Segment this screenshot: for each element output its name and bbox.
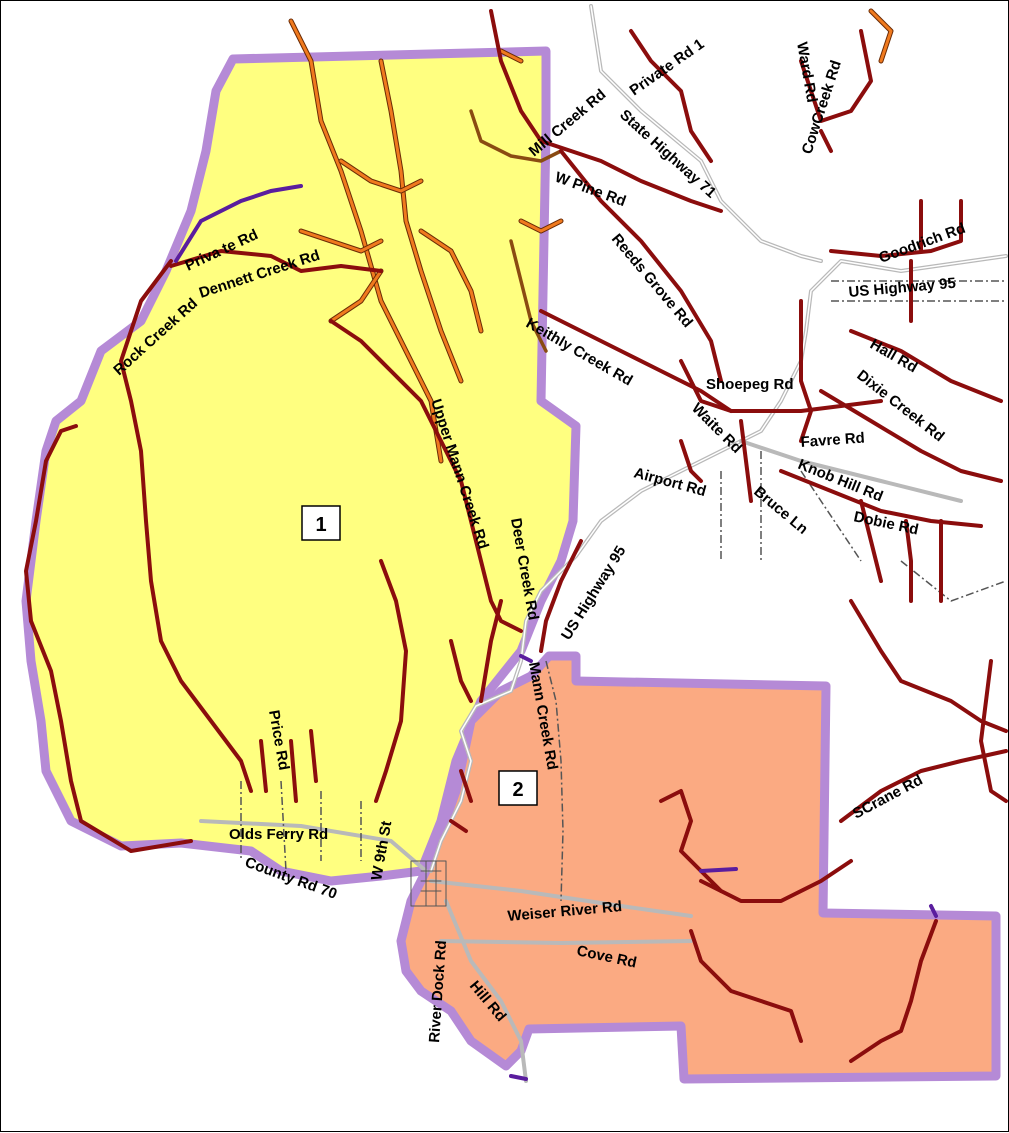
- road-mann-creek-east[interactable]: [539, 539, 583, 653]
- road-private-rd-1[interactable]: [629, 29, 713, 163]
- road-hall[interactable]: [849, 329, 1003, 403]
- label-reeds-grove: Reeds Grove Rd: [608, 231, 696, 331]
- road-mill-creek[interactable]: [489, 9, 723, 213]
- road-upper-mann-creek[interactable]: [329, 319, 523, 633]
- svg-text:1: 1: [315, 514, 326, 536]
- road-rock-creek[interactable]: [119, 259, 253, 793]
- road-cow-creek[interactable]: [799, 29, 873, 153]
- road-goodrich[interactable]: [829, 199, 963, 323]
- label-us-hwy-95: US Highway 95: [558, 543, 629, 643]
- zone-2-label: 2: [498, 770, 538, 806]
- road-keithly-creek[interactable]: [539, 309, 733, 413]
- label-bruce: Bruce Ln: [750, 483, 811, 538]
- zone-1-label: 1: [301, 505, 341, 541]
- label-olds-ferry: Olds Ferry Rd: [229, 826, 328, 843]
- label-w-pine: W Pine Rd: [553, 169, 629, 210]
- road-w-pine[interactable]: [559, 149, 723, 383]
- road-dixie-creek[interactable]: [819, 389, 1003, 483]
- road-shoepeg[interactable]: [679, 359, 883, 413]
- label-shoepeg: Shoepeg Rd: [706, 376, 794, 393]
- label-us-hwy-95-ne: US Highway 95: [848, 275, 957, 301]
- road-s-crane[interactable]: [839, 749, 1008, 823]
- road-knob-hill[interactable]: [779, 469, 983, 528]
- road-dennett-creek[interactable]: [169, 249, 383, 273]
- label-s-crane: SCrane Rd: [850, 772, 926, 823]
- label-airport: Airport Rd: [632, 464, 708, 500]
- label-hall: Hall Rd: [867, 336, 920, 377]
- road-weiser-river-upper[interactable]: [659, 789, 723, 893]
- label-waite: Waite Rd: [688, 400, 745, 457]
- label-favre: Favre Rd: [800, 430, 865, 451]
- svg-text:2: 2: [512, 779, 523, 801]
- label-dixie-creek: Dixie Creek Rd: [854, 367, 948, 446]
